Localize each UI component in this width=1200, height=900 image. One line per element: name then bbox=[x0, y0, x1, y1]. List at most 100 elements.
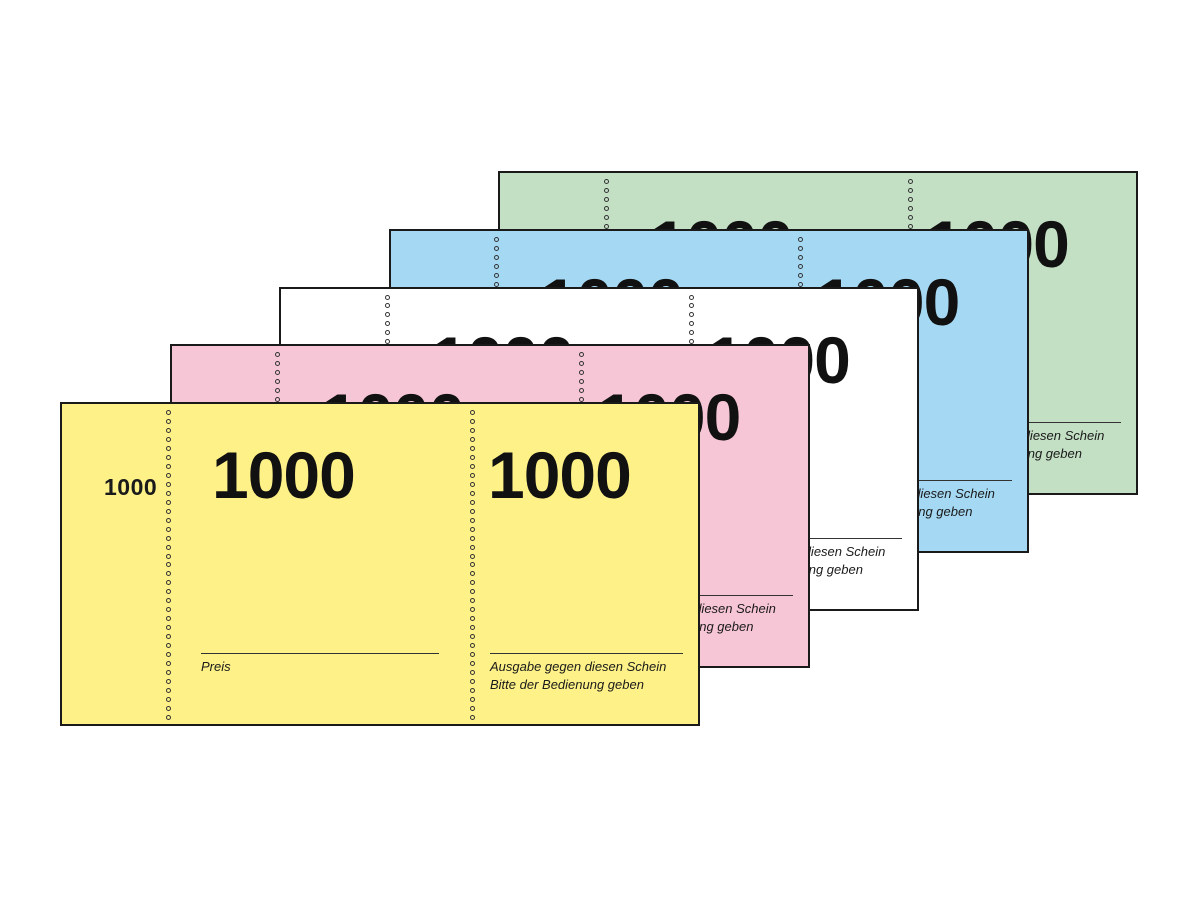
perforation-hole bbox=[688, 339, 694, 345]
perforation-hole bbox=[384, 312, 390, 318]
perforation-hole bbox=[165, 427, 171, 433]
perforation-hole bbox=[165, 634, 171, 640]
perforation-hole bbox=[165, 562, 171, 568]
ticket-yellow: 1000 1000 1000 Preis Ausgabe gegen diese… bbox=[60, 402, 700, 726]
perforation-hole bbox=[469, 589, 475, 595]
perforation-hole bbox=[384, 330, 390, 336]
perforation-hole bbox=[469, 714, 475, 720]
perforation-hole bbox=[275, 388, 280, 394]
perforation-hole bbox=[603, 187, 609, 193]
middle-number: 1000 bbox=[212, 438, 356, 512]
perforation-hole bbox=[579, 388, 584, 394]
perforation-hole bbox=[384, 303, 390, 309]
perforation-hole bbox=[469, 410, 475, 415]
perforation-hole bbox=[469, 697, 475, 702]
perforation-hole bbox=[469, 705, 475, 711]
perforation-hole bbox=[165, 508, 171, 514]
perforation-hole bbox=[165, 661, 171, 667]
perforation-hole bbox=[275, 379, 280, 385]
perforation-hole bbox=[798, 281, 803, 287]
perforation-hole bbox=[469, 517, 475, 523]
perforation-hole bbox=[469, 463, 475, 469]
perforation-hole bbox=[603, 223, 609, 229]
issue-text-line-1: Ausgabe gegen diesen Schein bbox=[490, 659, 667, 674]
perforation-hole bbox=[165, 625, 171, 631]
perforation-hole bbox=[469, 607, 475, 613]
perforation-hole bbox=[165, 418, 171, 424]
issue-text-line-2: Bitte der Bedienung geben bbox=[490, 677, 644, 692]
perforation-hole bbox=[469, 598, 475, 604]
perforation-hole bbox=[494, 254, 499, 260]
perforation-hole bbox=[798, 263, 803, 269]
perforation-right bbox=[467, 410, 477, 720]
perforation-hole bbox=[688, 330, 694, 336]
perforation-hole bbox=[384, 294, 390, 300]
perforation-hole bbox=[688, 303, 694, 309]
perforation-hole bbox=[907, 223, 913, 229]
perforation-hole bbox=[165, 517, 171, 523]
perforation-hole bbox=[469, 481, 475, 487]
perforation-hole bbox=[603, 214, 609, 220]
perforation-hole bbox=[165, 410, 171, 415]
perforation-hole bbox=[165, 643, 171, 649]
perforation-hole bbox=[798, 254, 803, 260]
perforation-hole bbox=[165, 535, 171, 541]
perforation-hole bbox=[579, 361, 584, 367]
perforation-hole bbox=[165, 679, 171, 685]
perforation-hole bbox=[165, 705, 171, 711]
perforation-hole bbox=[494, 263, 499, 269]
perforation-hole bbox=[494, 281, 499, 287]
perforation-hole bbox=[165, 436, 171, 442]
perforation-hole bbox=[384, 339, 390, 345]
perforation-hole bbox=[165, 688, 171, 694]
perforation-hole bbox=[469, 688, 475, 694]
perforation-hole bbox=[165, 598, 171, 604]
perforation-hole bbox=[469, 418, 475, 424]
perforation-hole bbox=[469, 526, 475, 532]
perforation-hole bbox=[469, 472, 475, 478]
perforation-hole bbox=[469, 436, 475, 442]
perforation-hole bbox=[469, 544, 475, 550]
perforation-hole bbox=[469, 571, 475, 577]
perforation-hole bbox=[469, 616, 475, 622]
perforation-hole bbox=[579, 352, 584, 358]
perforation-hole bbox=[469, 508, 475, 514]
perforation-hole bbox=[165, 571, 171, 577]
perforation-hole bbox=[165, 589, 171, 595]
perforation-hole bbox=[165, 544, 171, 550]
perforation-hole bbox=[165, 454, 171, 460]
perforation-hole bbox=[165, 445, 171, 451]
perforation-hole bbox=[579, 379, 584, 385]
perforation-hole bbox=[907, 214, 913, 220]
perforation-hole bbox=[275, 397, 280, 403]
perforation-hole bbox=[579, 397, 584, 403]
perforation-hole bbox=[469, 580, 475, 586]
perforation-hole bbox=[907, 179, 913, 184]
perforation-hole bbox=[798, 272, 803, 278]
perforation-hole bbox=[688, 321, 694, 327]
perforation-hole bbox=[798, 236, 803, 242]
right-number: 1000 bbox=[488, 438, 632, 512]
perforation-hole bbox=[469, 634, 475, 640]
perforation-left bbox=[163, 410, 173, 720]
perforation-hole bbox=[165, 697, 171, 702]
perforation-hole bbox=[494, 245, 499, 251]
perforation-hole bbox=[469, 625, 475, 631]
issue-text: Ausgabe gegen diesen Schein Bitte der Be… bbox=[490, 658, 666, 694]
perforation-hole bbox=[469, 490, 475, 496]
perforation-hole bbox=[165, 472, 171, 478]
perforation-hole bbox=[469, 427, 475, 433]
issue-line bbox=[490, 653, 683, 654]
perforation-hole bbox=[165, 490, 171, 496]
perforation-hole bbox=[165, 481, 171, 487]
perforation-hole bbox=[688, 294, 694, 300]
perforation-hole bbox=[603, 196, 609, 202]
stub-number: 1000 bbox=[104, 474, 158, 500]
perforation-hole bbox=[384, 321, 390, 327]
perforation-hole bbox=[469, 445, 475, 451]
perforation-hole bbox=[469, 535, 475, 541]
price-line bbox=[201, 653, 439, 654]
perforation-hole bbox=[165, 670, 171, 676]
perforation-hole bbox=[165, 607, 171, 613]
perforation-hole bbox=[275, 361, 280, 367]
